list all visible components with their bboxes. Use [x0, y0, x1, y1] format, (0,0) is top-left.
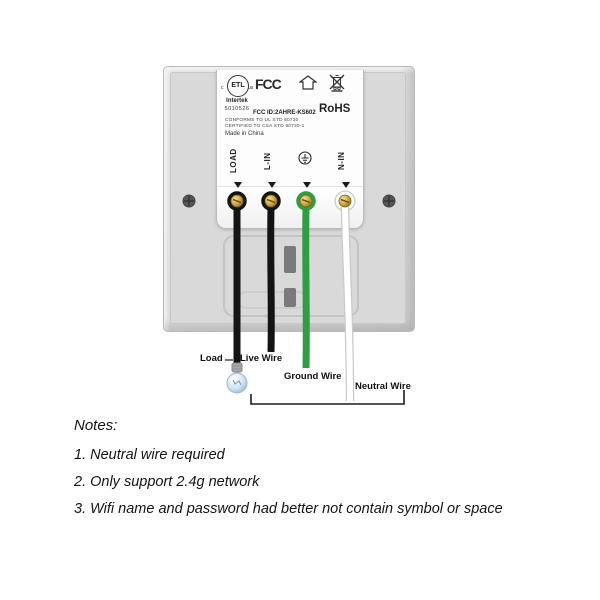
fcc-logo: FCC	[255, 76, 282, 92]
rohs-label: RoHS	[319, 103, 351, 115]
ground-wire-label: Ground Wire	[284, 371, 342, 382]
terminal-label-l-in: L-IN	[263, 152, 272, 170]
etl-mark: ETL	[227, 75, 249, 97]
live-wire-label: Live Wire	[240, 353, 283, 364]
terminal-arrow-icon	[234, 182, 242, 188]
note-item-2: 2. Only support 2.4g network	[74, 474, 260, 490]
terminal-arrow-icon	[268, 182, 276, 188]
terminal-arrow-icon	[303, 182, 311, 188]
fcc-id-label: FCC ID:2AHRE-KS602	[253, 110, 316, 116]
notes-section: Notes: 1. Neutral wire required 2. Only …	[74, 417, 503, 528]
etl-us-label: us	[248, 85, 254, 91]
ul-conformance-line2: CERTIFIED TO CSA STD 60730-1	[225, 124, 305, 129]
terminal-label-load: LOAD	[229, 148, 238, 174]
made-in-china-label: Made in China	[225, 131, 264, 137]
neutral-wire-label: Neutral Wire	[355, 381, 411, 392]
light-bulb-icon	[226, 362, 248, 394]
note-item-1: 1. Neutral wire required	[74, 447, 225, 463]
terminal-arrow-icon	[342, 182, 350, 188]
intertek-label: Intertek	[226, 98, 248, 104]
cert-number: 5010526	[224, 106, 250, 112]
terminal-strip	[217, 186, 363, 228]
notes-title: Notes:	[74, 417, 118, 434]
neutral-circuit-line	[250, 390, 405, 405]
etl-c-label: c	[221, 85, 224, 91]
note-item-3: 3. Wifi name and password had better not…	[74, 501, 503, 517]
ul-conformance-line1: CONFORMS TO UL STD 60730	[225, 118, 299, 123]
relay-module: ETL c us Intertek 5010526 FCC FCC ID:2AH…	[216, 70, 364, 229]
weee-crossed-bin-icon	[329, 74, 345, 97]
terminal-label-n-in: N-IN	[337, 151, 346, 171]
ground-symbol-icon	[298, 151, 312, 170]
house-icon	[298, 75, 318, 95]
load-wire-label: Load	[200, 353, 223, 364]
